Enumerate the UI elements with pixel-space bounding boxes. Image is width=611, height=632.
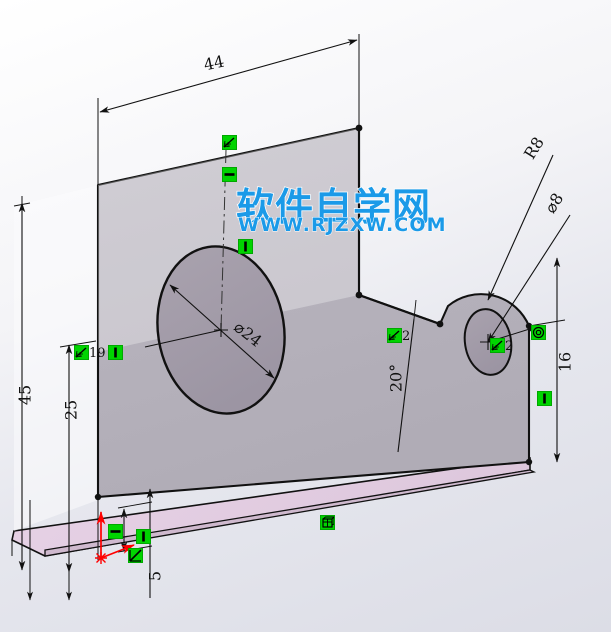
dimension-25-label[interactable]: 25 [61,399,81,421]
constraint-count-label: 2 [505,339,514,354]
dimension-20-label[interactable]: 20° [386,363,406,393]
constraint-count-label: 2 [402,329,411,344]
vertical-icon[interactable] [108,345,123,360]
constraint-count-label: 19 [89,346,106,361]
dimension-5-label[interactable]: 5 [145,570,165,582]
dimension-16-label[interactable]: 16 [555,351,575,373]
vertical-icon[interactable] [136,529,151,544]
sketch-plane-icon[interactable] [387,328,402,343]
left-reference-plane [14,185,98,531]
sketch-plane-icon[interactable] [490,338,505,353]
dimension-45-label[interactable]: 45 [15,384,35,406]
on-surface-icon[interactable] [320,515,335,530]
vertical-icon[interactable] [238,239,253,254]
sketch-plane-icon[interactable] [74,345,89,360]
origin-marker[interactable] [95,510,135,564]
horizontal-icon[interactable] [108,524,123,539]
concentric-icon[interactable] [531,325,546,340]
horizontal-icon[interactable] [222,167,237,182]
vertical-icon[interactable] [537,391,552,406]
base-extension-lines [11,196,99,601]
perpendicular-icon[interactable] [128,548,143,563]
sketch-plane-icon[interactable] [222,135,237,150]
